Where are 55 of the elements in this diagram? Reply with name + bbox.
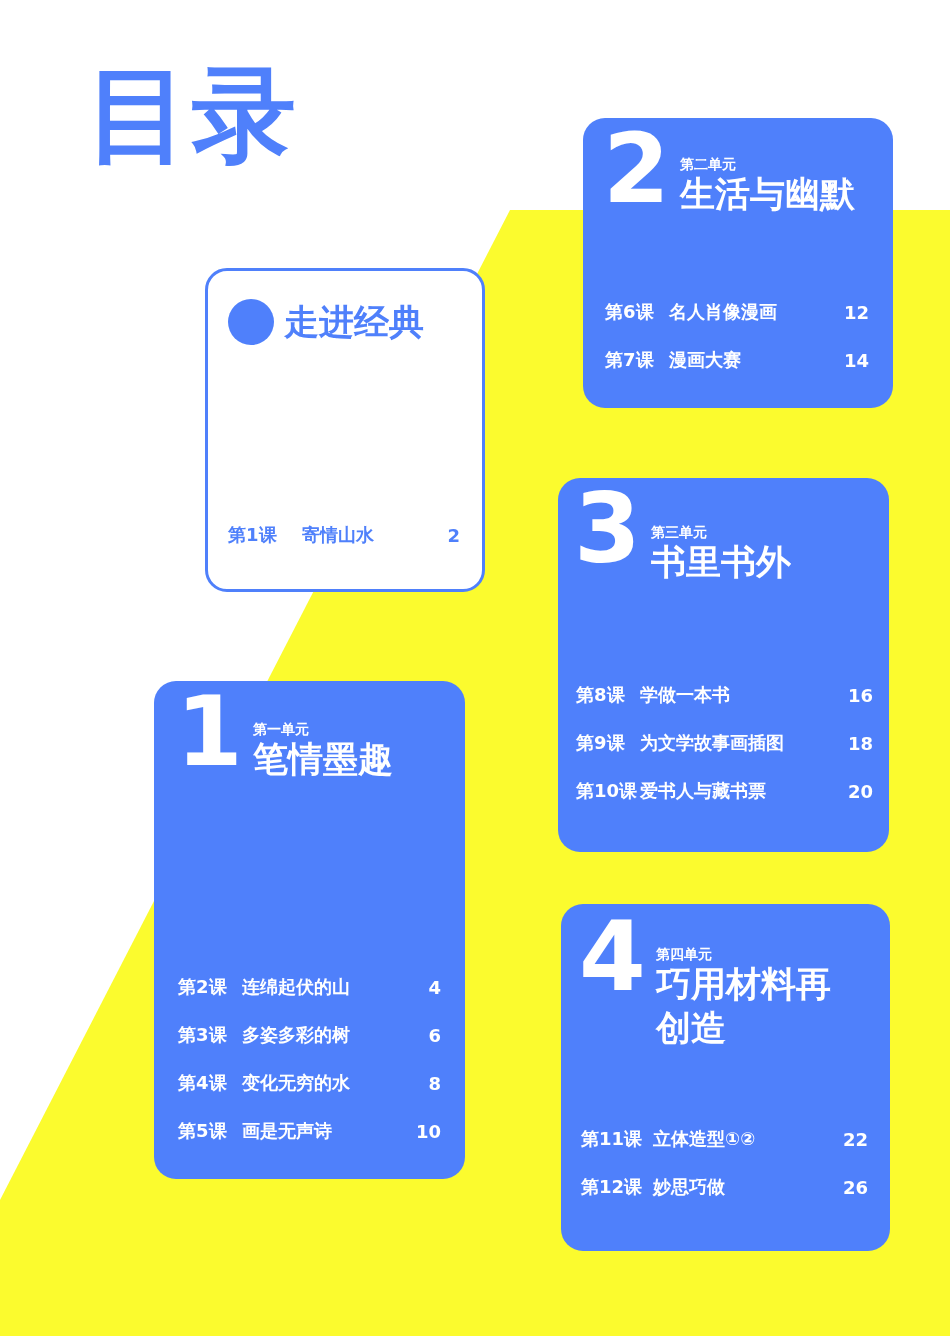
page-number: 26 bbox=[842, 1176, 868, 1198]
lesson-number: 第1课 bbox=[228, 523, 278, 547]
lesson-title: 连绵起伏的山 bbox=[242, 975, 351, 999]
page-number: 2 bbox=[447, 524, 460, 546]
lesson-number: 第2课 bbox=[178, 975, 228, 999]
lesson-number: 第12课 bbox=[581, 1175, 644, 1199]
unit-card bbox=[561, 904, 890, 1251]
unit-number: 1 bbox=[176, 689, 243, 776]
lesson-title: 为文学故事画插图 bbox=[640, 731, 785, 755]
lesson-number: 第6课 bbox=[605, 300, 655, 324]
lesson-title: 妙思巧做 bbox=[653, 1175, 726, 1199]
unit-title: 巧用材料再创造 bbox=[655, 962, 832, 1050]
page-number: 10 bbox=[415, 1120, 441, 1142]
unit-number: 2 bbox=[603, 126, 670, 213]
lesson-number: 第4课 bbox=[178, 1071, 228, 1095]
unit-number: 3 bbox=[574, 486, 641, 573]
unit-title: 笔情墨趣 bbox=[252, 737, 393, 781]
lesson-title: 多姿多彩的树 bbox=[242, 1023, 351, 1047]
page-title: 目录 bbox=[86, 58, 298, 173]
lesson-number: 第9课 bbox=[576, 731, 626, 755]
lesson-number: 第7课 bbox=[605, 348, 655, 372]
unit-card bbox=[583, 118, 893, 408]
unit-card bbox=[558, 478, 889, 852]
unit-label: 第四单元 bbox=[655, 946, 713, 963]
page-number: 20 bbox=[847, 780, 873, 802]
page-number: 8 bbox=[428, 1072, 441, 1094]
lesson-title: 名人肖像漫画 bbox=[669, 300, 778, 324]
lesson-title: 画是无声诗 bbox=[242, 1119, 333, 1143]
lesson-title: 变化无穷的水 bbox=[242, 1071, 351, 1095]
page-number: 4 bbox=[428, 976, 441, 998]
page-number: 18 bbox=[847, 732, 873, 754]
page-number: 6 bbox=[428, 1024, 441, 1046]
lesson-title: 立体造型①② bbox=[653, 1127, 757, 1151]
unit-number: 4 bbox=[579, 914, 646, 1001]
lesson-number: 第5课 bbox=[178, 1119, 228, 1143]
page-number: 16 bbox=[847, 684, 873, 706]
page-number: 12 bbox=[843, 301, 869, 323]
lesson-number: 第8课 bbox=[576, 683, 626, 707]
unit-title: 书里书外 bbox=[650, 540, 791, 584]
unit-label: 第二单元 bbox=[679, 156, 737, 173]
page-number: 22 bbox=[842, 1128, 868, 1150]
lesson-title: 学做一本书 bbox=[640, 683, 731, 707]
lesson-title: 寄情山水 bbox=[302, 523, 375, 547]
unit-title: 走进经典 bbox=[284, 301, 424, 344]
lesson-number: 第11课 bbox=[581, 1127, 644, 1151]
page-number: 14 bbox=[843, 349, 869, 371]
unit-label: 第三单元 bbox=[650, 524, 708, 541]
lesson-title: 爱书人与藏书票 bbox=[640, 779, 767, 803]
unit-label: 第一单元 bbox=[252, 721, 310, 738]
lesson-number: 第10课 bbox=[576, 779, 639, 803]
unit-title: 生活与幽默 bbox=[679, 172, 855, 216]
unit-card bbox=[154, 681, 465, 1179]
lesson-title: 漫画大赛 bbox=[669, 348, 742, 372]
lesson-number: 第3课 bbox=[178, 1023, 228, 1047]
unit-card bbox=[205, 268, 485, 592]
